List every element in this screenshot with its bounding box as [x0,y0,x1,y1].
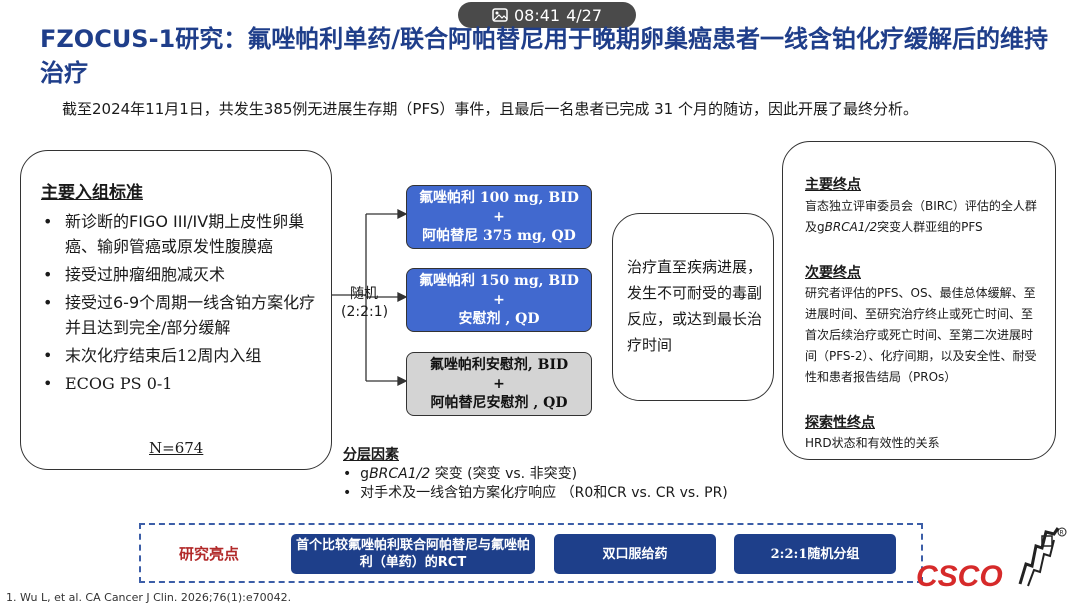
arm-drug-1: 氟唑帕利 150 mg, BID [419,272,579,289]
primary-endpoint-text: 盲态独立评审委员会（BIRC）评估的全人群及gBRCA1/2突变人群亚组的PFS [805,196,1041,238]
list-item: ECOG PS 0-1 [41,371,326,396]
inclusion-heading: 主要入组标准 [41,183,143,203]
treatment-text: 治疗直至疾病进展，发生不可耐受的毒副反应，或达到最长治疗时间 [627,258,763,354]
great-wall-logo-icon: R CSCO [916,527,1067,593]
arm-plus: + [493,291,505,308]
arm-drug-2: 阿帕替尼 375 mg, QD [422,227,576,244]
slide-title: FZOCUS-1研究：氟唑帕利单药/联合阿帕替尼用于晚期卵巢癌患者一线含铂化疗缓… [40,25,1049,87]
arm-plus: + [493,375,505,392]
svg-text:R: R [1060,530,1064,537]
stratification-heading: 分层因素 [343,447,399,463]
status-bar: 08:41 4/27 [458,2,636,28]
gene-name: BRCA1/2 [369,466,431,482]
gene-name: BRCA1/2 [824,220,878,234]
randomization-text: 随机 [350,286,378,302]
clock-time: 08:41 [513,5,561,25]
arm-drug-1: 氟唑帕利 100 mg, BID [419,189,579,206]
list-item: 新诊断的FIGO III/IV期上皮性卵巢癌、输卵管癌或原发性腹膜癌 [41,209,326,259]
slide-subtitle: 截至2024年11月1日，共发生385例无进展生存期（PFS）事件，且最后一名患… [62,100,918,118]
list-item: 接受过肿瘤细胞减灭术 [41,262,326,287]
gene-prefix: g [360,466,370,482]
list-item: • 对手术及一线含铂方案化疗响应 （R0和CR vs. CR vs. PR) [343,485,728,501]
secondary-endpoint-text: 研究者评估的PFS、OS、最佳总体缓解、至进展时间、至研究治疗终止或死亡时间、至… [805,286,1037,384]
primary-endpoint-heading: 主要终点 [805,177,861,193]
randomization-ratio: (2:2:1) [341,304,389,320]
inclusion-criteria-box: 主要入组标准 新诊断的FIGO III/IV期上皮性卵巢癌、输卵管癌或原发性腹膜… [20,150,332,470]
reference-footnote: 1. Wu L, et al. CA Cancer J Clin. 2026;7… [6,591,292,604]
list-item: 末次化疗结束后12周内入组 [41,343,326,368]
inclusion-list: 新诊断的FIGO III/IV期上皮性卵巢癌、输卵管癌或原发性腹膜癌 接受过肿瘤… [41,209,326,399]
list-item: • gBRCA1/2 突变 (突变 vs. 非突变) [343,466,578,482]
exploratory-endpoint-text: HRD状态和有效性的关系 [805,436,940,450]
arm-drug-2: 阿帕替尼安慰剂 , QD [430,394,568,411]
highlight-box-oral: 双口服给药 [554,534,716,574]
logo-text: CSCO [916,560,1003,593]
arm-box-placebo: 氟唑帕利安慰剂, BID + 阿帕替尼安慰剂 , QD [406,352,592,416]
endpoints-box: 主要终点 盲态独立评审委员会（BIRC）评估的全人群及gBRCA1/2突变人群亚… [782,141,1056,460]
primary-text-part: 盲态独立评审委员会（BIRC）评估的全人群及g [805,199,1037,234]
exploratory-endpoint-heading: 探索性终点 [805,415,875,431]
primary-text-part: 突变人群亚组的PFS [877,220,983,234]
arm-box-mono: 氟唑帕利 150 mg, BID + 安慰剂 , QD [406,268,592,332]
treatment-box: 治疗直至疾病进展，发生不可耐受的毒副反应，或达到最长治疗时间 [612,213,774,401]
highlights-label: 研究亮点 [179,545,240,563]
arm-drug-2: 安慰剂 , QD [458,310,540,327]
sample-size: N=674 [149,439,204,457]
strat-item-text: 对手术及一线含铂方案化疗响应 （R0和CR vs. CR vs. PR) [360,485,728,501]
image-icon [492,8,508,22]
arm-plus: + [493,208,505,225]
randomization-label: 随机 (2:2:1) [341,285,389,321]
secondary-endpoint-heading: 次要终点 [805,265,861,281]
list-item: 接受过6-9个周期一线含铂方案化疗并且达到完全/部分缓解 [41,290,326,340]
stratification-section: 分层因素 • gBRCA1/2 突变 (突变 vs. 非突变) • 对手术及一线… [343,446,728,503]
strat-item-text: 突变 (突变 vs. 非突变) [430,466,578,482]
highlights-panel: 研究亮点 首个比较氟唑帕利联合阿帕替尼与氟唑帕利（单药）的RCT 双口服给药 2… [139,523,923,583]
highlight-box-randomization: 2:2:1随机分组 [734,534,896,574]
highlight-box-rct: 首个比较氟唑帕利联合阿帕替尼与氟唑帕利（单药）的RCT [291,534,535,574]
arm-box-combo: 氟唑帕利 100 mg, BID + 阿帕替尼 375 mg, QD [406,185,592,249]
csco-logo: R CSCO [908,526,1068,598]
page-counter: 4/27 [566,5,603,25]
arm-drug-1: 氟唑帕利安慰剂, BID [429,356,569,373]
